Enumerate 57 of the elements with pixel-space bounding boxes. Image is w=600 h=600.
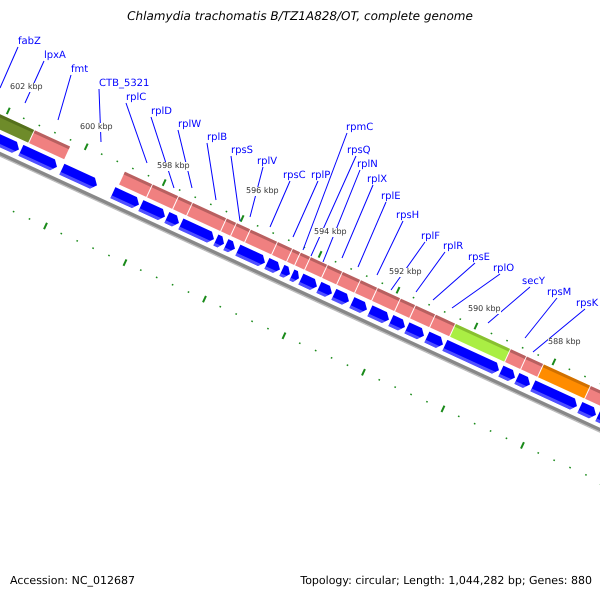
gene-label: rplP bbox=[311, 170, 330, 181]
gene-label: rplB bbox=[207, 132, 228, 143]
gene-label: secY bbox=[522, 276, 545, 287]
leader-line bbox=[322, 170, 360, 262]
gene-label: rplE bbox=[381, 191, 401, 202]
leader-line bbox=[150, 116, 174, 188]
gene-label: rpmC bbox=[346, 122, 374, 133]
gene-label: rplD bbox=[151, 106, 172, 117]
gene-label: rpsK bbox=[576, 298, 598, 309]
gene-label: rplN bbox=[357, 159, 378, 170]
scale-label: 596 kbp bbox=[246, 187, 279, 196]
gene-label: rplR bbox=[443, 241, 464, 252]
scale-label: 602 kbp bbox=[10, 83, 43, 92]
leader-line bbox=[302, 132, 348, 250]
gene-label: rplX bbox=[367, 174, 388, 185]
leader-line bbox=[292, 180, 318, 238]
leader-line bbox=[416, 252, 446, 292]
gene-label: rplC bbox=[126, 92, 146, 103]
title: Chlamydia trachomatis B/TZ1A828/OT, complete genome bbox=[126, 10, 474, 24]
leader-line bbox=[376, 220, 404, 276]
gene-label: rpsE bbox=[468, 252, 490, 263]
gene-label: rpsM bbox=[547, 287, 572, 298]
leader-line bbox=[342, 184, 374, 258]
gene-label: rplV bbox=[257, 156, 278, 167]
scale-label: 600 kbp bbox=[80, 123, 113, 132]
scale-label: 598 kbp bbox=[157, 162, 190, 171]
leader-line bbox=[532, 308, 586, 352]
gene-label: rpsC bbox=[283, 170, 306, 181]
leader-line bbox=[452, 274, 500, 308]
gene-label: rplW bbox=[178, 119, 202, 130]
gene-label: rpsS bbox=[231, 145, 254, 156]
gene-label: rplO bbox=[493, 263, 514, 274]
leader-line bbox=[488, 286, 530, 324]
gene-label: fabZ bbox=[18, 36, 41, 47]
genome-info-text: Topology: circular; Length: 1,044,282 bp; Genes: 880 bbox=[300, 575, 592, 588]
gene-label: rpsH bbox=[396, 210, 420, 221]
scale-label: 594 kbp bbox=[314, 228, 347, 237]
leader-line bbox=[0, 46, 18, 88]
leader-line bbox=[358, 202, 386, 268]
leader-line bbox=[310, 156, 356, 256]
gene-label: fmt bbox=[71, 64, 88, 75]
leader-line bbox=[178, 130, 192, 188]
scale-label: 592 kbp bbox=[389, 268, 422, 277]
gene-label: CTB_5321 bbox=[99, 78, 150, 89]
leader-line bbox=[524, 298, 558, 338]
leader-line bbox=[270, 180, 290, 228]
gene-label: rpsQ bbox=[347, 145, 371, 156]
scale-label: 590 kbp bbox=[468, 305, 501, 314]
leader-line bbox=[126, 102, 148, 164]
scale-label: 588 kbp bbox=[548, 338, 581, 347]
leader-line bbox=[230, 156, 240, 222]
accession-text: Accession: NC_012687 bbox=[10, 575, 136, 588]
leader-line bbox=[432, 262, 476, 300]
gene-label: rplF bbox=[421, 231, 440, 242]
gene-label: lpxA bbox=[44, 50, 66, 61]
leader-line bbox=[206, 142, 216, 200]
leader-line bbox=[58, 74, 72, 120]
